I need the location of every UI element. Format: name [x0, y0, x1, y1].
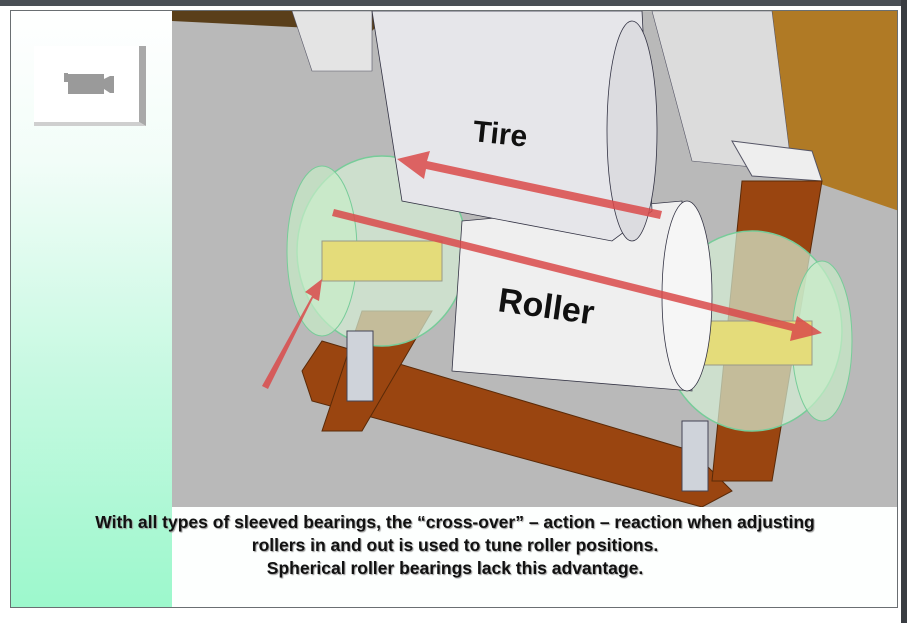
tire-label: Tire [471, 115, 529, 154]
caption-line: Spherical roller bearings lack this adva… [266, 558, 644, 578]
caption-line: rollers in and out is used to tune rolle… [251, 535, 659, 555]
roller-bearing-render: Tire Roller [172, 11, 897, 507]
slide-caption: With all types of sleeved bearings, the … [11, 511, 897, 580]
video-camera-icon [64, 73, 114, 94]
caption-line: With all types of sleeved bearings, the … [95, 512, 815, 532]
video-play-button[interactable] [34, 46, 146, 126]
slide: Tire Roller With all types of sleeved be… [10, 10, 898, 608]
window-top-bar [0, 0, 907, 6]
scrollbar[interactable] [901, 0, 907, 623]
